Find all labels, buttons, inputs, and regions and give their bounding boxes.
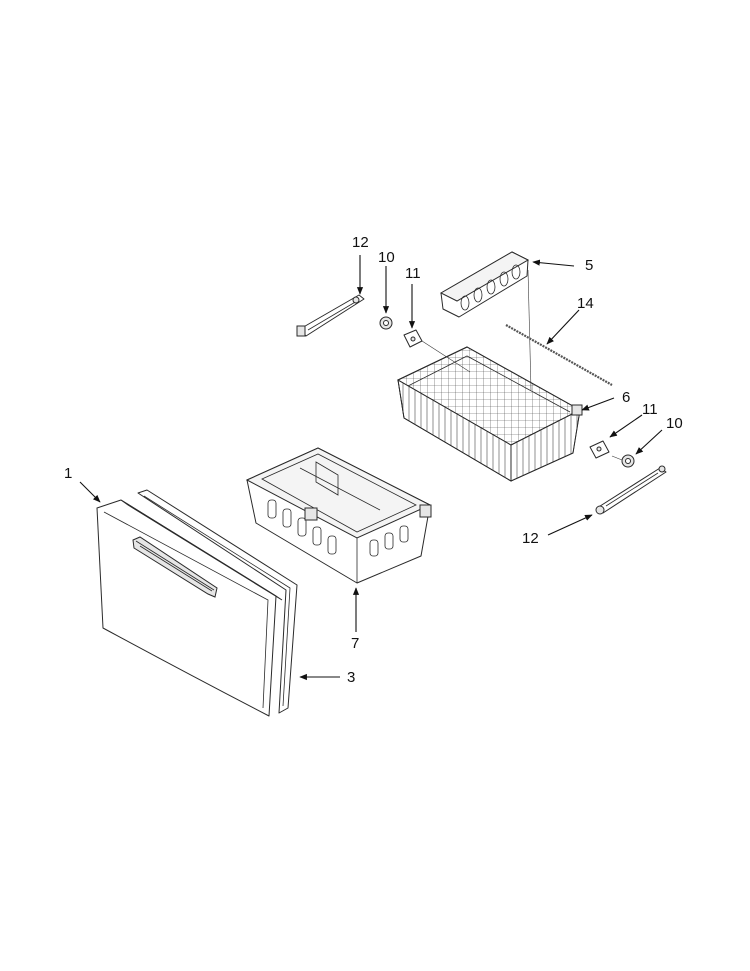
callout-slide-rail-left: 12 <box>352 234 369 251</box>
leader-1 <box>79 481 101 503</box>
cam-left <box>379 316 393 330</box>
cam-right <box>611 454 635 468</box>
door-handle <box>132 536 218 598</box>
leader-5 <box>532 259 575 267</box>
bin-slots <box>267 499 409 557</box>
callout-basket-divider: 5 <box>585 257 593 274</box>
callout-door-gasket: 3 <box>347 669 355 686</box>
slide-rail-left <box>296 294 365 337</box>
bracket-left <box>403 329 471 373</box>
callout-door-panel: 1 <box>64 465 72 482</box>
bracket-right <box>589 440 610 459</box>
basket-divider <box>439 251 532 391</box>
door-panel <box>96 499 283 717</box>
callout-bracket-left: 11 <box>405 265 421 282</box>
leader-6 <box>581 397 615 411</box>
slide-rail-right <box>595 465 667 515</box>
leader-10-right <box>635 429 663 455</box>
wire-basket <box>396 346 583 482</box>
leader-11-right <box>609 414 643 438</box>
callout-labels: 1 3 5 6 7 10 10 11 11 12 12 14 <box>64 234 683 686</box>
callout-bracket-right: 11 <box>642 401 658 418</box>
support-rod <box>505 324 613 386</box>
callout-support-rod: 14 <box>577 295 594 312</box>
leader-lines <box>79 255 663 681</box>
leader-12-right <box>547 514 593 536</box>
callout-lower-bin: 7 <box>351 635 359 652</box>
callout-cam-left: 10 <box>378 249 395 266</box>
door-gasket <box>137 489 298 714</box>
callout-wire-basket: 6 <box>622 389 630 406</box>
leader-14 <box>546 309 580 345</box>
callout-cam-right: 10 <box>666 415 683 432</box>
lower-bin <box>245 447 432 584</box>
callout-slide-rail-right: 12 <box>522 530 539 547</box>
